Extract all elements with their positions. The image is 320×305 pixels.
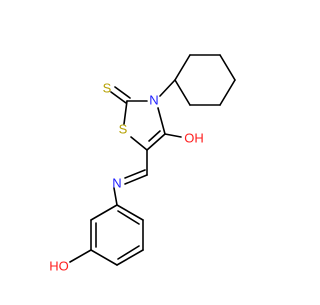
bond-c4-o (164, 133, 182, 138)
bond-n-c4 (157, 107, 166, 135)
bond-ar-3 (116, 249, 144, 266)
bond-s1-c5 (130, 136, 148, 151)
bond-c2-s1 (123, 100, 128, 125)
structure-diagram: S S N OH N HO (49, 54, 236, 273)
bond-cy-n (159, 79, 176, 97)
bond-ar-1i (117, 210, 140, 225)
bond-c4-c5-inner (148, 130, 161, 142)
atom-phenol-oxygen: HO (49, 258, 69, 273)
atom-ring-nitrogen: N (149, 92, 158, 107)
bond-cy-1 (174, 54, 191, 81)
bond-c2-thione-a (110, 91, 127, 104)
molecule-svg: S S N OH N HO (49, 54, 236, 273)
bond-n-aryl (113, 187, 118, 206)
bond-c2-thione-b (114, 86, 131, 99)
atom-imine-nitrogen: N (112, 175, 121, 190)
bond-ar-3i (117, 245, 140, 260)
atom-labels: S S N OH N HO (49, 80, 204, 273)
bond-ch-n-a (124, 174, 148, 185)
atom-thione-sulfur: S (103, 80, 112, 95)
atom-ring-sulfur: S (119, 121, 128, 136)
bond-ar-o (69, 249, 92, 263)
bond-cy-3 (219, 54, 236, 81)
bond-ch-n-b (124, 169, 146, 179)
bond-ar-4 (90, 249, 118, 266)
bond-cy-4 (219, 79, 236, 106)
bonds (69, 54, 236, 266)
bond-ar-1 (116, 204, 144, 221)
bond-c4-c5 (146, 133, 166, 151)
atom-enol-oxygen: OH (184, 130, 204, 145)
bond-cy-6 (174, 79, 191, 106)
bond-ar-6 (90, 204, 118, 221)
